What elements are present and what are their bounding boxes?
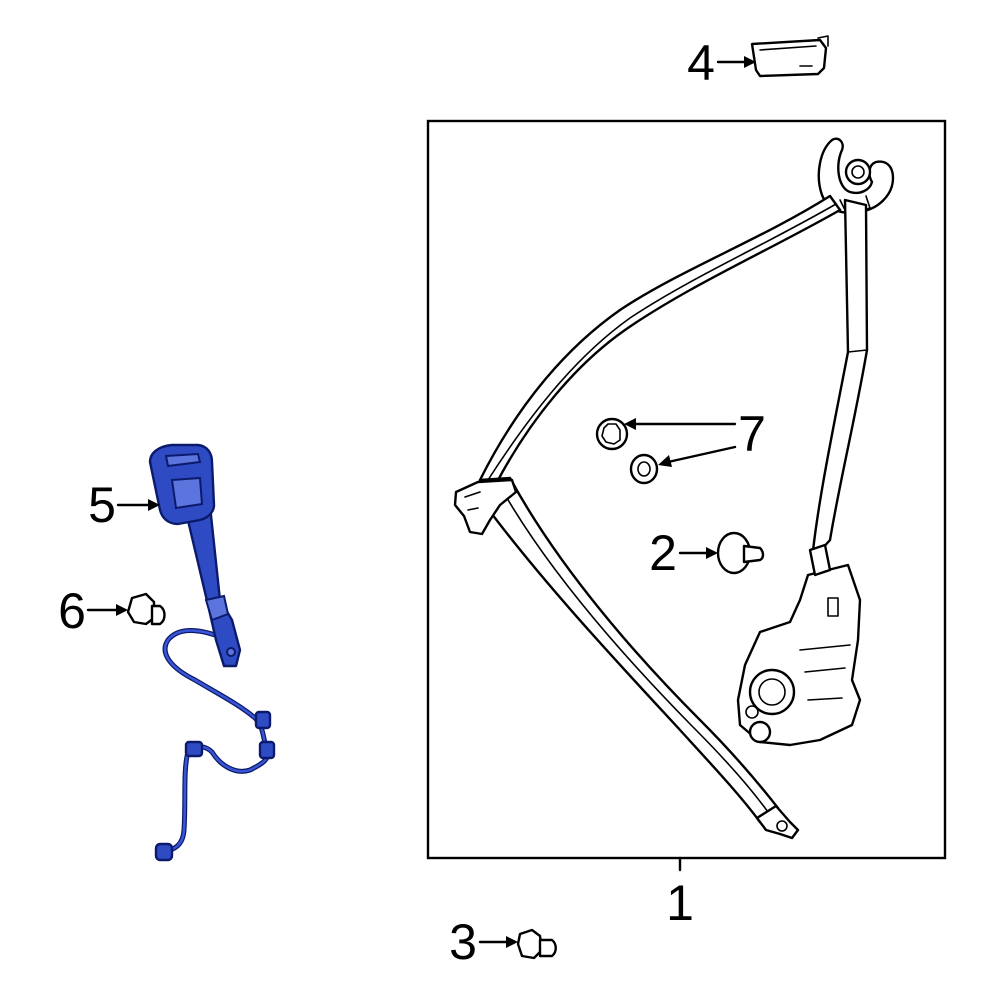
buckle-strap [184,504,242,668]
retractor-boss [748,720,772,744]
callout-7-arrow-a [624,418,636,430]
clip-inner [601,423,621,445]
retractor-tab [808,543,832,577]
buckle-wire-core [160,629,270,854]
callout-7-leader-b [666,445,737,464]
callout-4-arrow [744,56,756,68]
retractor-slot [827,597,839,617]
washer-hole [637,461,651,477]
part-5-buckle [148,443,276,862]
callout-2-label: 2 [649,525,677,581]
strap-eyelet [226,647,236,657]
retractor [736,543,862,747]
buckle-release-button [170,476,204,510]
callout-6-arrow [116,604,128,616]
callout-6-label: 6 [58,583,86,639]
wire-connector-c [184,740,204,758]
vertical-webbing [810,198,869,562]
callout-5-label: 5 [88,477,116,533]
shoulder-webbing-edge [487,203,837,481]
part-7-washer [629,453,659,485]
latch-plate [453,478,518,536]
latch-plate-detail [464,491,481,511]
bolt-6-shank [150,604,166,626]
retractor-housing [736,563,862,747]
shoulder-webbing [478,194,842,484]
bolt-6-head [126,592,156,626]
callout-4-label: 4 [687,35,715,91]
callout-1-label: 1 [666,875,694,931]
webbing-fold [847,349,868,353]
wire-connector-a [254,710,272,730]
retractor-spool-inner [758,678,786,706]
part-3-bolt [516,928,557,960]
wire-connector-b [258,740,276,760]
strap-collar [204,594,230,622]
part-4-cover [750,35,829,78]
callout-5-arrow [148,499,160,511]
callout-3-arrow [506,936,518,948]
buckle-slot [164,452,202,468]
cover-detail [759,35,829,67]
callout-7-label: 7 [738,406,766,462]
bolt-shank [538,938,557,958]
part-2-pushpin [716,531,765,575]
d-ring-bolt [844,158,872,186]
callout-2-arrow [706,547,718,559]
washer-outer [629,453,659,485]
lower-anchor [755,804,800,840]
d-ring-bolt-center [851,165,865,179]
callout-7-arrow-b [658,455,672,467]
pushpin-shank [742,544,765,564]
buckle-wire [159,628,271,855]
wire-plug [154,842,174,862]
part-7-clip [595,417,629,451]
lap-webbing-edge [499,485,769,813]
retractor-ribs [799,644,851,701]
assembly-frame [426,119,947,860]
bolt-head [516,928,544,960]
retractor-screw [745,705,759,719]
callout-3-label: 3 [449,914,477,970]
seat-belt-assembly [453,137,895,840]
lower-anchor-bolt [776,820,788,832]
part-6-bolt [126,592,166,626]
retractor-spool [748,668,796,716]
